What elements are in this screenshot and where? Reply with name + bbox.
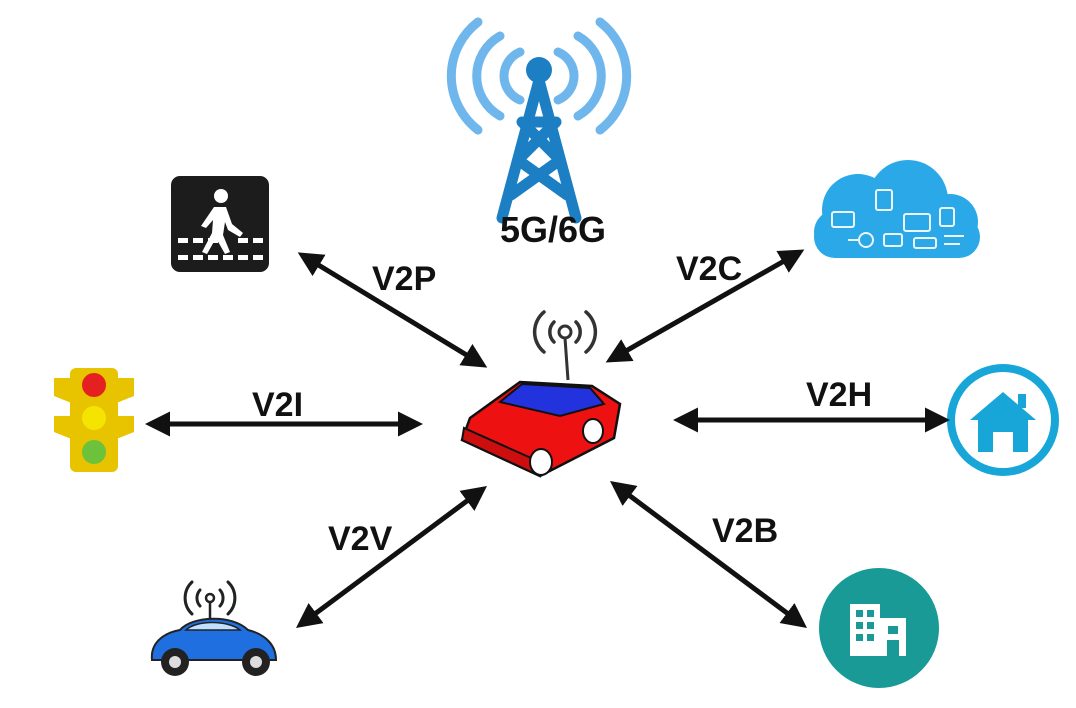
tower-label: 5G/6G xyxy=(500,209,607,250)
v2b-arrow xyxy=(609,481,808,628)
building-icon xyxy=(819,568,939,688)
v2i-label: V2I xyxy=(252,386,304,424)
cell-tower-icon xyxy=(446,17,632,224)
traffic-light-icon xyxy=(54,368,134,472)
v2p-arrow xyxy=(297,252,488,368)
v2p-label: V2P xyxy=(372,260,437,298)
home-icon xyxy=(947,364,1059,476)
v2c-arrow xyxy=(605,249,805,363)
cloud-icon xyxy=(814,160,980,258)
blue-car-icon xyxy=(150,580,278,676)
v2c-label: V2C xyxy=(676,250,743,288)
v2v-label: V2V xyxy=(328,520,393,558)
v2v-arrow xyxy=(295,486,488,628)
pedestrian-crossing-icon xyxy=(171,176,269,272)
v2h-label: V2H xyxy=(806,376,873,414)
connected-car-icon xyxy=(460,310,622,478)
v2b-label: V2B xyxy=(712,512,779,550)
connection-arrows xyxy=(145,249,950,628)
